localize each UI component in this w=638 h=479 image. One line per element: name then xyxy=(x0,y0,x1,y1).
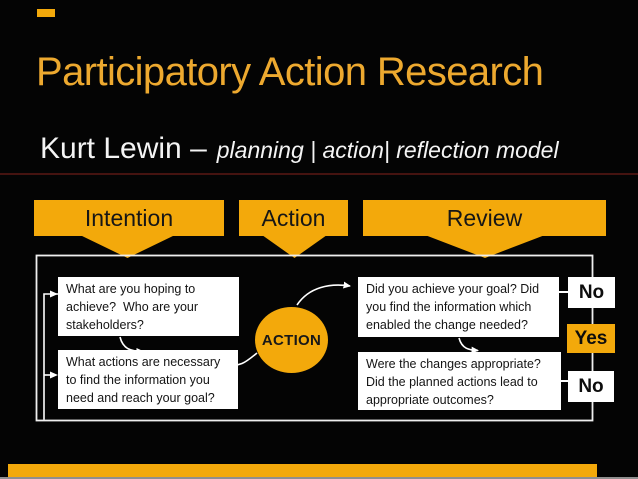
top-left-accent-bar xyxy=(37,9,55,17)
stage-action: Action xyxy=(239,200,348,236)
divider-line xyxy=(0,173,638,175)
stage-intention-label: Intention xyxy=(84,204,174,231)
decision-no-bottom: No xyxy=(568,371,614,402)
bottom-edge-line xyxy=(0,477,638,479)
arrowhead-into-bottom-left-box xyxy=(50,371,58,379)
loopback-line xyxy=(43,293,58,420)
stage-review-label: Review xyxy=(446,204,523,231)
question-box-intention-bottom: What actions are necessary to find the i… xyxy=(58,350,238,409)
decision-yes-label: Yes xyxy=(574,327,608,349)
page-title: Participatory Action Research xyxy=(36,50,544,94)
stage-review: Review xyxy=(363,200,606,236)
curve-circle-to-topright xyxy=(296,281,351,306)
stage-action-label: Action xyxy=(261,204,326,231)
question-box-review-bottom: Were the changes appropriate? Did the pl… xyxy=(358,352,561,410)
decision-no-top-label: No xyxy=(578,281,605,303)
question-box-intention-top: What are you hoping to achieve? Who are … xyxy=(58,277,239,336)
decision-yes: Yes xyxy=(567,324,615,353)
stage-intention: Intention xyxy=(34,200,224,236)
curve-topright-to-bottomright xyxy=(458,337,479,354)
subtitle: Kurt Lewin – planning | action| reflecti… xyxy=(40,132,559,166)
decision-no-top: No xyxy=(568,277,615,308)
question-box-review-top: Did you achieve your goal? Did you find … xyxy=(358,277,559,337)
decision-no-bottom-label: No xyxy=(578,375,604,397)
action-circle-label: ACTION xyxy=(261,331,322,349)
bottom-accent-bar xyxy=(8,464,597,477)
action-circle: ACTION xyxy=(255,307,328,373)
subtitle-model: planning | action| reflection model xyxy=(216,137,559,163)
subtitle-author: Kurt Lewin – xyxy=(40,132,207,165)
arrowhead-into-top-left-box xyxy=(50,290,58,298)
